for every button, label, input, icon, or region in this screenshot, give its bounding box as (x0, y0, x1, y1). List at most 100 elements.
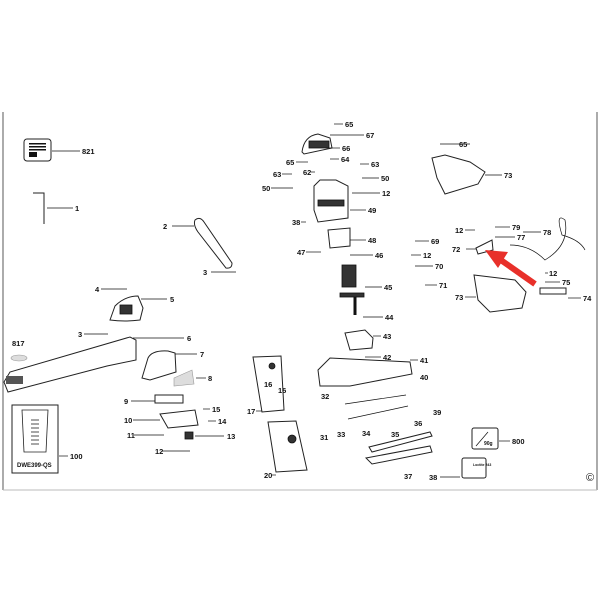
armature-part (341, 264, 357, 288)
part-number-label: 66 (342, 144, 350, 153)
part-number-label: 62 (303, 168, 311, 177)
part-number-label: 40 (420, 373, 428, 382)
part-number-label: 15 (212, 405, 220, 414)
part-number-label: 31 (320, 433, 328, 442)
part-number-label: 63 (273, 170, 281, 179)
part-number-label: 17 (247, 407, 255, 416)
part-number-label: 43 (383, 332, 391, 341)
part-number-label: 49 (368, 206, 376, 215)
part-number-label: 2 (163, 222, 167, 231)
kit-box-text: DWE399-QS (17, 463, 52, 469)
part-number-label: 16 (264, 380, 272, 389)
part-number-label: 63 (371, 160, 379, 169)
rod-part (347, 405, 409, 420)
part-number-label: 32 (321, 392, 329, 401)
brush-holder-part (327, 227, 351, 249)
part-number-label: 800 (512, 437, 525, 446)
part-number-label: 10 (124, 416, 132, 425)
blade-guard-part (3, 336, 137, 393)
clamp-part (154, 394, 184, 404)
part-number-label: 6 (187, 334, 191, 343)
part-number-label: 72 (452, 245, 460, 254)
handle-half-lower (473, 274, 527, 313)
knob-part (184, 431, 194, 440)
loctite-text: Loctite 243 (473, 463, 491, 467)
part-number-label: 70 (435, 262, 443, 271)
part-number-label: 73 (504, 171, 512, 180)
part-number-label: 65 (286, 158, 294, 167)
bracket-part (141, 350, 177, 381)
red-arrow-icon (485, 250, 537, 287)
part-number-label: 13 (227, 432, 235, 441)
handle-part (193, 217, 233, 269)
part-number-label: 7 (200, 350, 204, 359)
part-number-label: 8 (208, 374, 212, 383)
part-number-label: 39 (433, 408, 441, 417)
part-number-label: 38 (429, 473, 437, 482)
kit-box: DWE399-QS (11, 404, 59, 474)
part-number-label: 3 (203, 268, 207, 277)
part-number-label: 67 (366, 131, 374, 140)
part-number-label: 817 (12, 339, 25, 348)
kit-panel-17 (252, 355, 285, 413)
sleeve-part (539, 287, 567, 295)
sole-plate-part (364, 445, 433, 465)
part-number-label: 16 (278, 386, 286, 395)
kit-panel-20 (267, 420, 308, 473)
part-number-label: 78 (543, 228, 551, 237)
label-sticker-part (10, 354, 28, 362)
frame (2, 112, 598, 491)
part-number-label: 69 (431, 237, 439, 246)
handle-half-upper (431, 154, 486, 195)
base-plate-part (317, 357, 413, 387)
part-number-label: 20 (264, 471, 272, 480)
part-number-label: 73 (455, 293, 463, 302)
part-number-label: 14 (218, 417, 227, 426)
part-number-label: 12 (549, 269, 557, 278)
part-number-label: 47 (297, 248, 305, 257)
part-number-label: 44 (385, 313, 394, 322)
part-number-label: 3 (78, 330, 82, 339)
part-number-label: 45 (384, 283, 392, 292)
part-number-label: 35 (391, 430, 399, 439)
part-number-label: 48 (368, 236, 376, 245)
part-number-label: 34 (362, 429, 371, 438)
grease-icon: 90g (471, 427, 499, 450)
part-number-label: 12 (455, 226, 463, 235)
part-number-label: 75 (562, 278, 570, 287)
part-number-label: 64 (341, 155, 350, 164)
copyright-symbol: © (586, 472, 594, 484)
part-number-label: 42 (383, 353, 391, 362)
part-number-label: 65 (345, 120, 353, 129)
manual-icon (23, 138, 52, 162)
part-number-label: 821 (82, 147, 95, 156)
part-number-label: 100 (70, 452, 83, 461)
part-number-label: 71 (439, 281, 447, 290)
cord-part (509, 217, 586, 261)
part-number-label: 36 (414, 419, 422, 428)
gear-housing-part (344, 329, 374, 351)
part-number-label: 46 (375, 251, 383, 260)
blade-part (368, 431, 433, 453)
part-number-label: 1 (75, 204, 79, 213)
part-number-label: 77 (517, 233, 525, 242)
part-number-label: 4 (95, 285, 100, 294)
part-number-label: 50 (381, 174, 389, 183)
part-number-label: 74 (583, 294, 592, 303)
loctite-icon: Loctite 243 (461, 457, 491, 479)
part-number-label: 12 (423, 251, 431, 260)
part-number-label: 11 (127, 431, 135, 440)
part-number-label: 33 (337, 430, 345, 439)
part-number-label: 12 (155, 447, 163, 456)
part-number-label: 41 (420, 356, 428, 365)
part-number-label: 5 (170, 295, 174, 304)
grease-text: 90g (484, 441, 493, 447)
pad-part (173, 369, 195, 387)
part-number-label: 9 (124, 397, 128, 406)
part-number-label: 37 (404, 472, 412, 481)
part-number-label: 65 (459, 140, 467, 149)
part-number-label: 50 (262, 184, 270, 193)
